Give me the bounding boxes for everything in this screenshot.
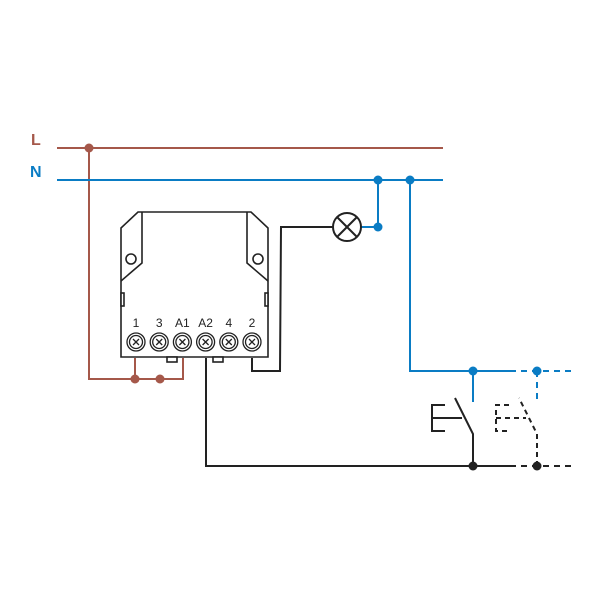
screw-icon xyxy=(225,338,233,346)
screw-icon xyxy=(178,338,186,346)
terminal-label: A1 xyxy=(175,316,190,330)
mount-hole-left xyxy=(125,253,137,265)
screw-icon xyxy=(248,338,256,346)
terminal-label: 2 xyxy=(249,316,256,330)
terminal-4[interactable]: 4 xyxy=(219,316,239,352)
live-junctions xyxy=(84,143,165,384)
terminal-label: 3 xyxy=(156,316,163,330)
neutral-junctions xyxy=(373,175,542,376)
terminal-label: 4 xyxy=(225,316,232,330)
terminal-a2[interactable]: A2 xyxy=(195,316,216,352)
terminal-block: 1 3 A1 A2 4 2 xyxy=(126,316,262,352)
terminal-label: 1 xyxy=(133,316,140,330)
relay-module xyxy=(120,211,269,363)
screw-icon xyxy=(202,338,210,346)
neutral-label: N xyxy=(30,164,42,181)
terminal-3[interactable]: 3 xyxy=(149,316,169,352)
pushbutton-switch-icon[interactable] xyxy=(431,397,474,466)
mount-hole-right xyxy=(252,253,264,265)
live-label: L xyxy=(31,132,41,149)
pushbutton-switch-optional-icon[interactable] xyxy=(495,397,538,466)
terminal-2[interactable]: 2 xyxy=(242,316,262,352)
screw-icon xyxy=(155,338,163,346)
lamp-icon xyxy=(332,212,362,242)
switched-wires xyxy=(205,226,574,467)
terminal-a1[interactable]: A1 xyxy=(172,316,193,352)
terminal-1[interactable]: 1 xyxy=(126,316,146,352)
terminal-label: A2 xyxy=(198,316,213,330)
screw-icon xyxy=(132,338,140,346)
